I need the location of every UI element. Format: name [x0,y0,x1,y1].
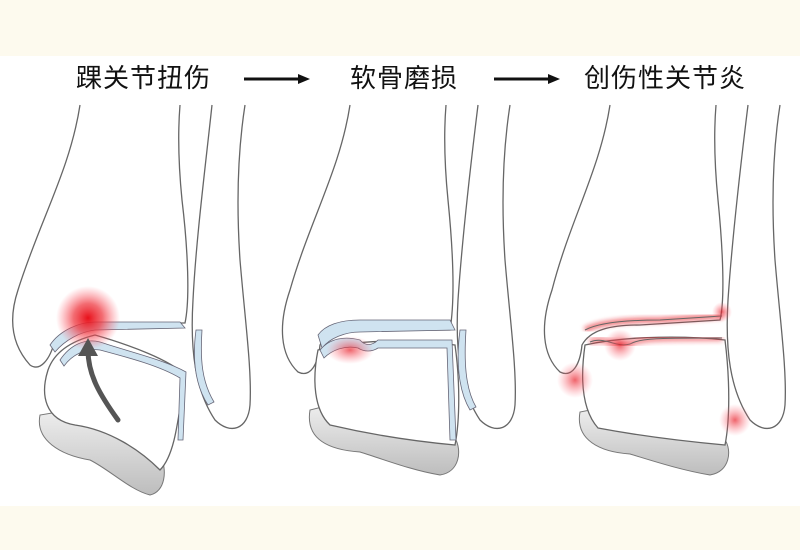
step-cartilage-wear: 软骨磨损 [350,64,459,94]
rotation-arrowhead-icon [78,338,98,356]
inflammation-spot [712,302,732,322]
fibula-bone [456,104,516,429]
inflammation-spot [604,329,636,361]
right-arrow-icon [244,74,310,84]
rotation-arrow [85,347,121,423]
panel-ankle-sprain [12,104,251,496]
cartilage-layer [457,329,477,411]
injury-glow [56,286,120,350]
step-ankle-sprain: 踝关节扭伤 [76,64,212,94]
step-traumatic-arthritis: 创伤性关节炎 [584,64,747,94]
fibula-bone [726,104,786,429]
title-flow: 踝关节扭伤 软骨磨损 创伤性关节炎 [0,58,800,98]
right-arrow-icon [494,74,560,84]
cartilage-layer [317,319,456,349]
inflammation-spot [557,362,593,398]
inflammation-spot [719,404,751,436]
fibula-bone [191,104,251,429]
cartilage-layer [194,329,215,406]
panel-traumatic-arthritis [543,104,786,476]
talus-bone [581,336,730,446]
tibia-bone [281,104,454,375]
tibia-bone [543,104,724,375]
cartilage-damage-highlight [326,336,374,364]
panel-cartilage-wear [281,104,516,476]
